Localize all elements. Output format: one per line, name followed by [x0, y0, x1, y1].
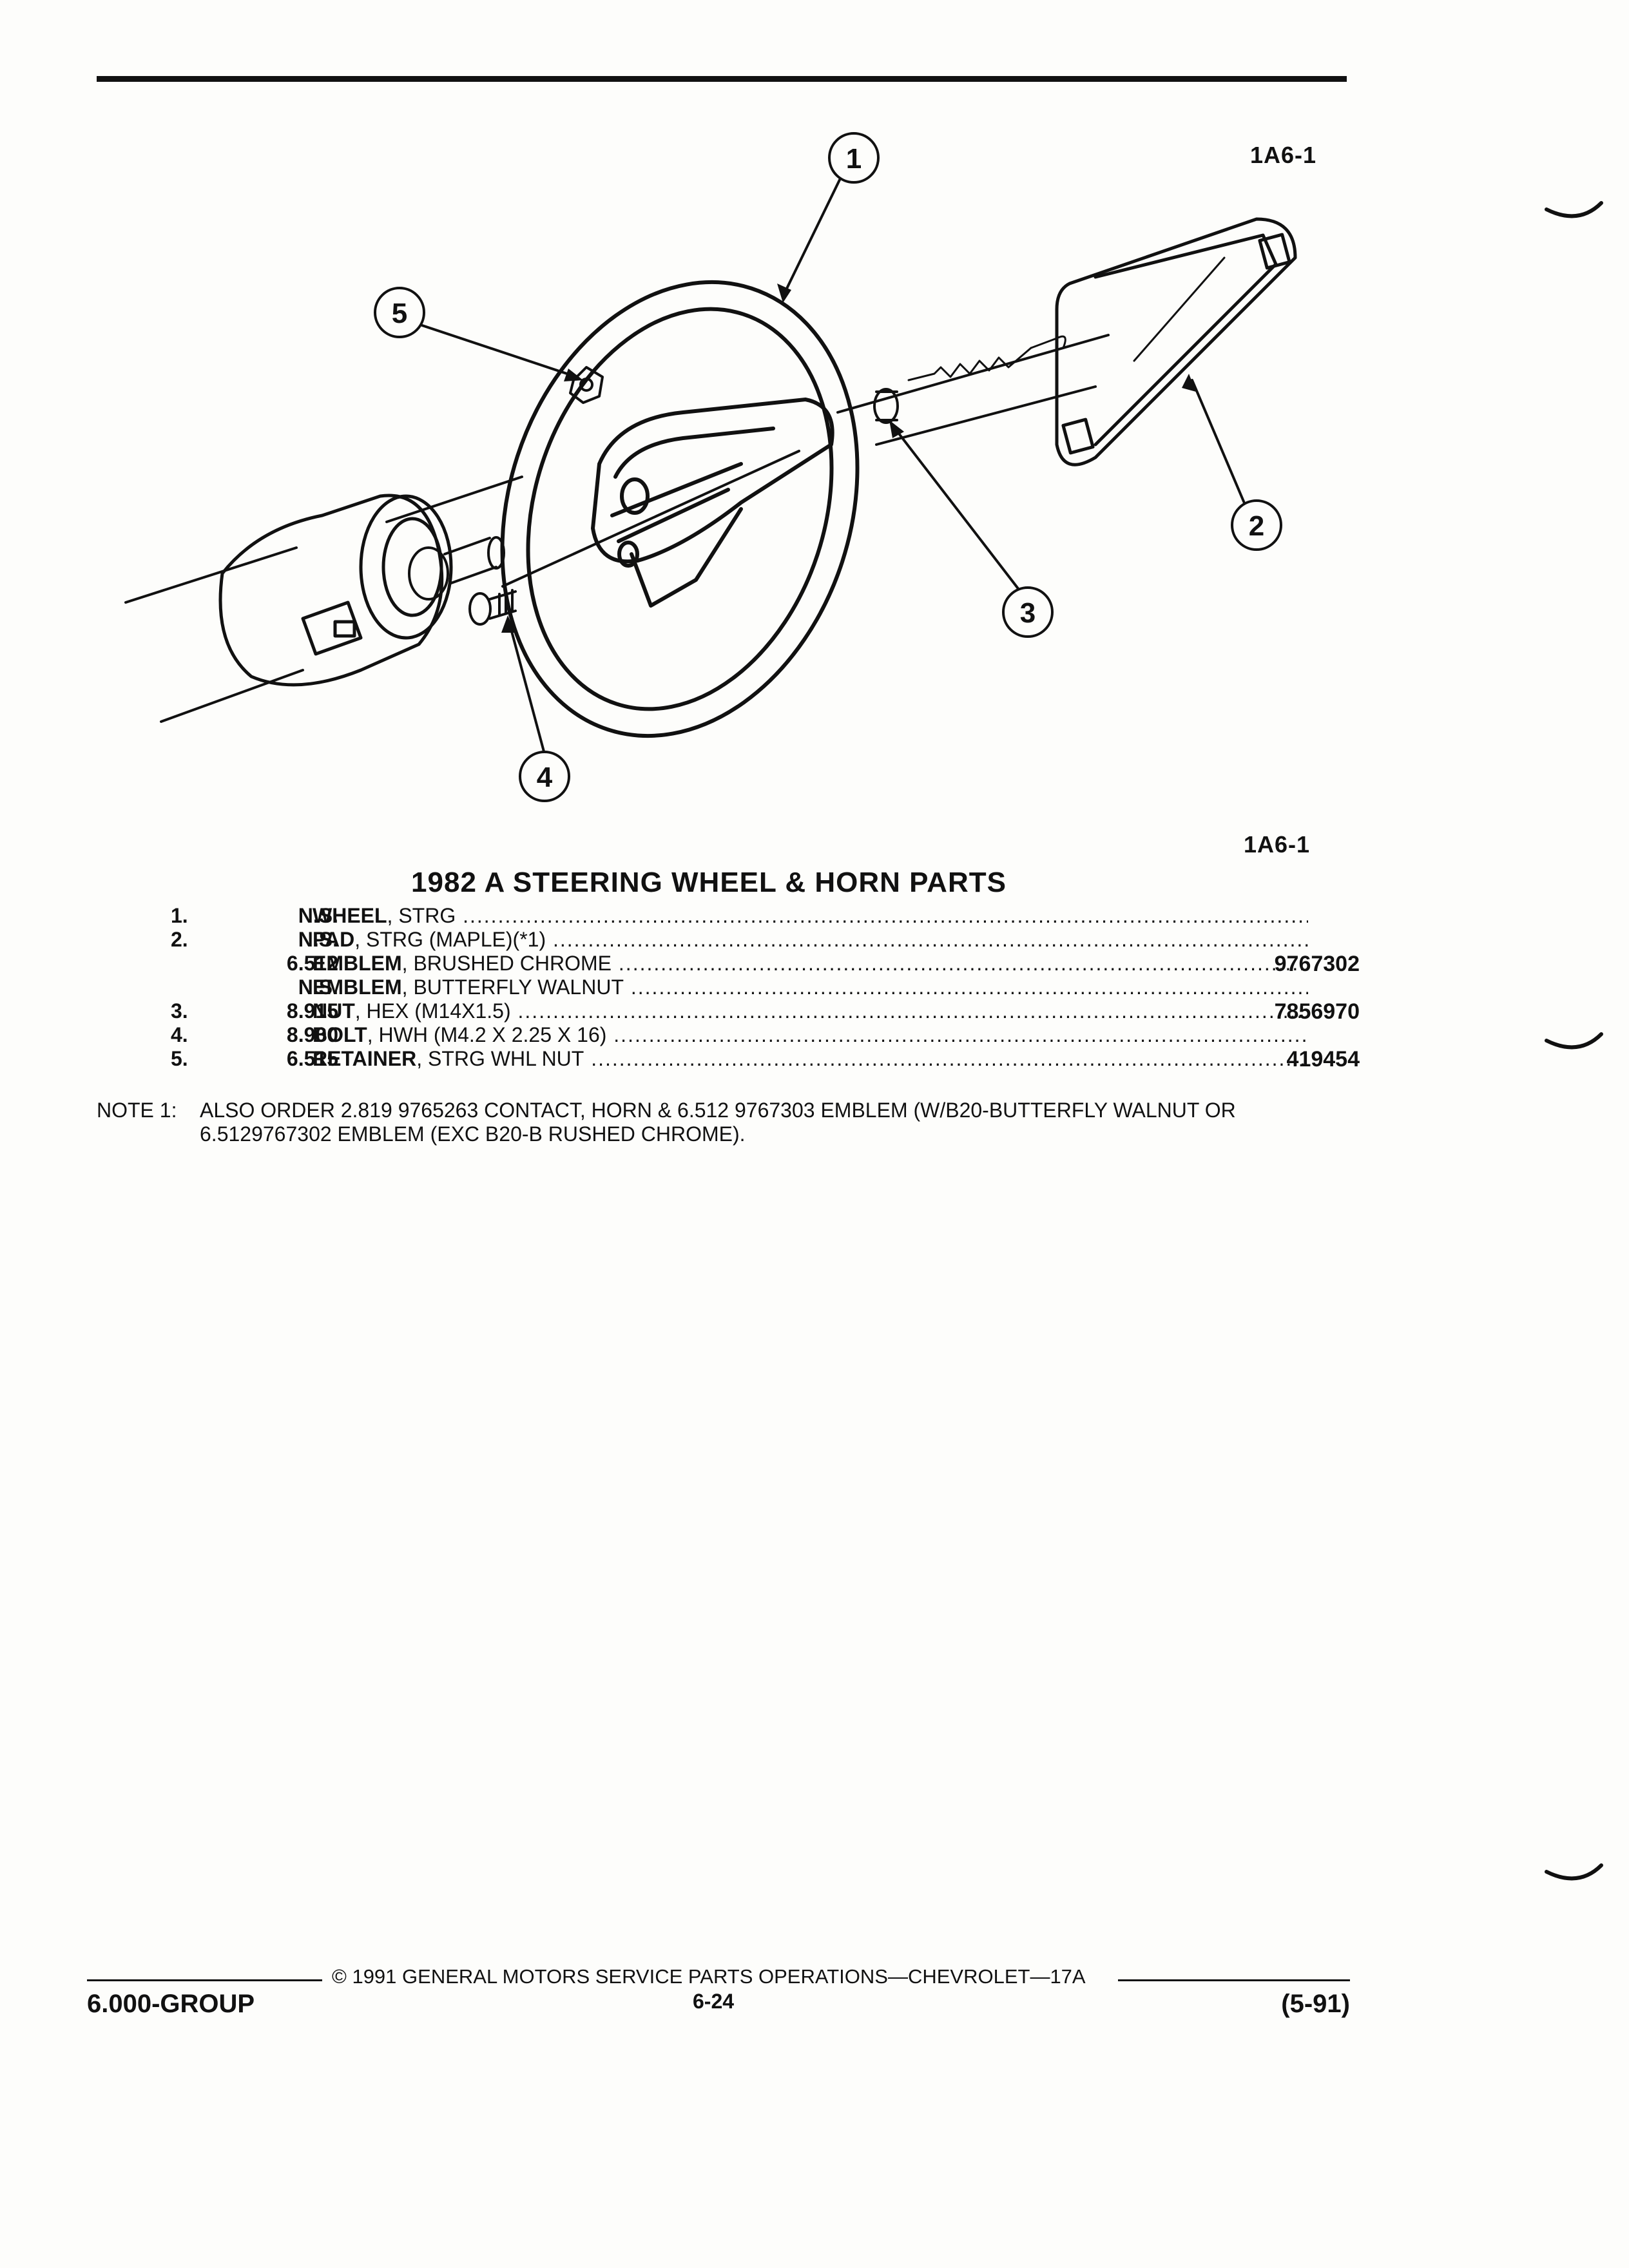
- part-desc: , STRG: [387, 904, 456, 927]
- horn-pad: [1055, 217, 1297, 466]
- part-name: NUT: [313, 999, 355, 1023]
- horn-contact: [907, 335, 1066, 381]
- group-number: N.S.: [298, 904, 338, 927]
- page-footer: © 1991 GENERAL MOTORS SERVICE PARTS OPER…: [87, 1965, 1350, 2042]
- parts-row: 3. 8.915 NUT, HEX (M14X1.5) ............…: [171, 999, 1360, 1024]
- binder-mark-icon: [1545, 201, 1603, 218]
- footer-copyright: © 1991 GENERAL MOTORS SERVICE PARTS OPER…: [332, 1965, 1086, 1988]
- parts-row: 2. N.S. PAD, STRG (MAPLE)(*1) ..........…: [171, 928, 1308, 951]
- parts-row: 5. 6.515 RETAINER, STRG WHL NUT ........…: [171, 1047, 1360, 1072]
- binder-mark-icon: [1545, 1863, 1603, 1881]
- spindle: [408, 536, 505, 601]
- binder-mark-icon: [1545, 1032, 1603, 1050]
- group-number: 8.915: [286, 999, 338, 1023]
- group-number: 8.900: [286, 1023, 338, 1046]
- hex-nut: [873, 388, 899, 424]
- parts-row: 6.512 EMBLEM, BRUSHED CHROME ...........…: [97, 952, 1360, 976]
- part-name: WHEEL: [313, 904, 387, 927]
- part-name: RETAINER: [313, 1047, 417, 1070]
- group-number: N.S.: [298, 928, 338, 951]
- item-index: 1.: [171, 904, 188, 927]
- group-number: N.S.: [298, 975, 338, 999]
- footer-rule-right: [1118, 1979, 1350, 1981]
- group-number: 6.512: [286, 952, 338, 975]
- part-desc: , HEX (M14X1.5): [354, 999, 511, 1023]
- callout-4: 4: [537, 762, 553, 793]
- steering-wheel-illustration: 1 2 3 4 5: [124, 132, 1297, 802]
- parts-list: 1. N.S. WHEEL, STRG ....................…: [97, 904, 1360, 1072]
- callout-leaders: [421, 176, 1248, 755]
- part-number: 9767302: [1274, 952, 1360, 976]
- parts-row: 4. 8.900 BOLT, HWH (M4.2 X 2.25 X 16) ..…: [171, 1023, 1308, 1046]
- footer-date: (5-91): [1281, 1990, 1350, 2018]
- callout-1: 1: [846, 143, 862, 175]
- part-number: 7856970: [1274, 999, 1360, 1024]
- column-housing: [218, 494, 453, 687]
- part-number: 419454: [1286, 1047, 1360, 1072]
- footer-group: 6.000-GROUP: [87, 1990, 255, 2018]
- figure-ref-bottom: 1A6-1: [1244, 831, 1311, 858]
- callout-5: 5: [392, 298, 407, 329]
- part-name: PAD: [313, 928, 355, 951]
- top-rule: [97, 76, 1347, 82]
- part-desc: , STRG (MAPLE)(*1): [354, 928, 546, 951]
- part-desc: , STRG WHL NUT: [416, 1047, 584, 1070]
- item-index: 3.: [171, 999, 188, 1023]
- callout-3: 3: [1020, 597, 1036, 629]
- item-index: 2.: [171, 928, 188, 951]
- part-name: EMBLEM: [313, 975, 402, 999]
- note-text: ALSO ORDER 2.819 9765263 CONTACT, HORN &…: [200, 1099, 1236, 1146]
- footer-rule-left: [87, 1979, 322, 1981]
- part-name: EMBLEM: [313, 952, 402, 975]
- parts-row: 1. N.S. WHEEL, STRG ....................…: [171, 904, 1308, 927]
- figure-ref-top: 1A6-1: [1250, 142, 1317, 168]
- footer-page-number: 6-24: [693, 1990, 735, 2013]
- steering-column: [124, 334, 1110, 723]
- wheel-nut-retainer: [569, 366, 604, 404]
- parts-row: N.S. EMBLEM, BUTTERFLY WALNUT ..........…: [97, 975, 1360, 999]
- item-index: 5.: [171, 1047, 188, 1070]
- part-name: BOLT: [313, 1023, 367, 1046]
- part-desc: , BUTTERFLY WALNUT: [401, 975, 624, 999]
- note-label: NOTE 1:: [97, 1099, 177, 1122]
- callout-arrowheads: [501, 284, 1196, 633]
- group-number: 6.515: [286, 1047, 338, 1070]
- part-desc: , HWH (M4.2 X 2.25 X 16): [367, 1023, 607, 1046]
- steering-wheel: [500, 280, 860, 738]
- part-desc: , BRUSHED CHROME: [401, 952, 612, 975]
- callout-2: 2: [1249, 510, 1264, 542]
- section-title: 1982 A STEERING WHEEL & HORN PARTS: [411, 867, 1007, 898]
- callout-circles: [374, 132, 1282, 802]
- item-index: 4.: [171, 1023, 188, 1046]
